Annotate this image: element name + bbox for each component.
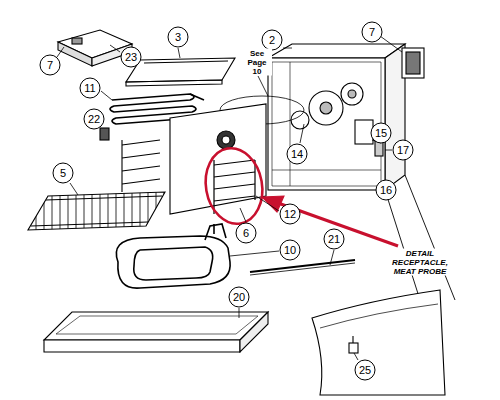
callout-number: 7 <box>40 55 61 76</box>
callout-number: 10 <box>280 240 301 261</box>
callout-number: 7 <box>362 22 383 43</box>
callout-number: 14 <box>287 144 308 165</box>
callout-number: 23 <box>121 47 142 68</box>
oven-rack <box>28 192 165 230</box>
note-text: DETAIL RECEPTACLE, MEAT PROBE <box>384 249 456 276</box>
callout-number: 3 <box>168 27 189 48</box>
rack-support <box>214 160 255 214</box>
callout-number: 20 <box>229 287 250 308</box>
meat-probe-receptacle <box>312 290 445 395</box>
leader-line <box>57 36 402 360</box>
callout-number: 21 <box>324 229 345 250</box>
highlight-ring <box>200 144 268 229</box>
callout-number: 5 <box>53 163 74 184</box>
callout-number: 12 <box>280 204 301 225</box>
callout-number: 25 <box>355 360 376 381</box>
drawer-pan <box>44 312 268 352</box>
clip <box>100 128 109 140</box>
note-text: See Page 10 <box>242 49 272 76</box>
top-tray <box>126 58 235 86</box>
rack-support-left <box>122 140 160 192</box>
callout-number: 17 <box>393 140 414 161</box>
callout-number: 15 <box>371 123 392 144</box>
trim-rod <box>250 260 355 272</box>
callout-number: 16 <box>376 180 397 201</box>
callout-number: 6 <box>236 223 257 244</box>
callout-number: 2 <box>262 30 283 51</box>
callout-number: 22 <box>84 109 105 130</box>
bake-element <box>116 224 230 288</box>
callout-number: 11 <box>80 78 101 99</box>
side-panel <box>402 48 424 78</box>
